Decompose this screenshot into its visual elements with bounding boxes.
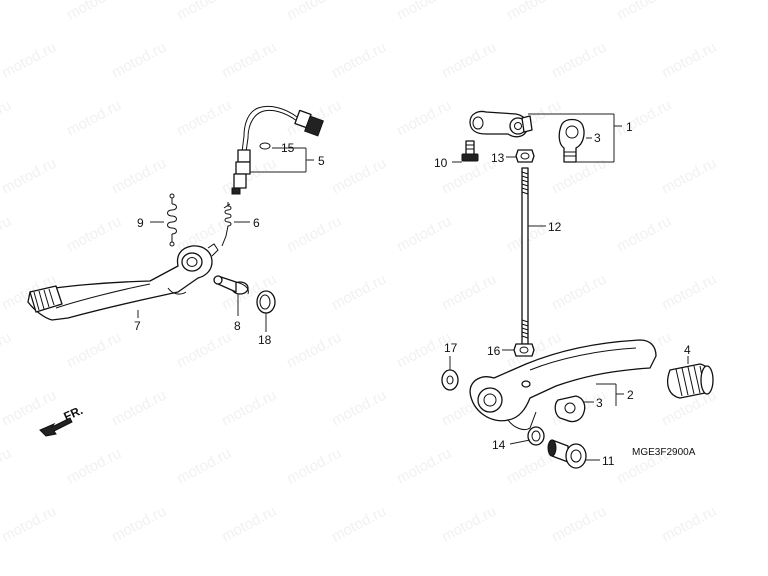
ball-joint-lower bbox=[554, 395, 586, 423]
watermark-text: motod.ru bbox=[109, 503, 169, 546]
watermark-text: motod.ru bbox=[0, 213, 14, 256]
callout-5: 5 bbox=[318, 154, 325, 168]
watermark-text: motod.ru bbox=[0, 155, 59, 198]
callout-3-lower: 3 bbox=[596, 396, 603, 410]
watermark-text: motod.ru bbox=[0, 503, 59, 546]
watermark-text: motod.ru bbox=[0, 39, 59, 82]
shift-arm bbox=[469, 110, 533, 138]
gear-shift-switch bbox=[231, 105, 324, 195]
return-spring bbox=[167, 193, 177, 247]
watermark-text: motod.ru bbox=[174, 0, 234, 24]
watermark-text: motod.ru bbox=[329, 503, 389, 546]
watermark-text: motod.ru bbox=[64, 329, 124, 372]
watermark-text: motod.ru bbox=[439, 503, 499, 546]
pivot-bolt bbox=[213, 275, 249, 295]
watermark-text: motod.ru bbox=[614, 213, 674, 256]
watermark-text: motod.ru bbox=[64, 213, 124, 256]
watermark-text: motod.ru bbox=[109, 39, 169, 82]
callout-13: 13 bbox=[491, 151, 505, 165]
watermark-text: motod.ru bbox=[219, 387, 279, 430]
callout-18: 18 bbox=[258, 333, 272, 347]
right-callouts: 1 3 10 13 12 16 17 2 3 4 14 11 MGE3F2900… bbox=[434, 113, 696, 468]
callout-2: 2 bbox=[627, 388, 634, 402]
watermark-text: motod.ru bbox=[549, 155, 609, 198]
watermark-text: motod.ru bbox=[329, 271, 389, 314]
arm-bolt bbox=[461, 140, 479, 162]
callout-12: 12 bbox=[548, 220, 562, 234]
watermark-text: motod.ru bbox=[284, 329, 344, 372]
rubber-footpeg bbox=[666, 363, 714, 399]
gear-change-pedal bbox=[27, 243, 219, 321]
ball-joint-upper bbox=[558, 118, 585, 163]
callout-10: 10 bbox=[434, 156, 448, 170]
callout-11: 11 bbox=[602, 454, 615, 468]
callout-14: 14 bbox=[492, 438, 506, 452]
watermark-text: motod.ru bbox=[174, 329, 234, 372]
washer bbox=[441, 369, 459, 391]
watermark-text: motod.ru bbox=[109, 387, 169, 430]
watermark-text: motod.ru bbox=[549, 271, 609, 314]
callout-8: 8 bbox=[234, 319, 241, 333]
watermark-text: motod.ru bbox=[439, 39, 499, 82]
watermark-text: motod.ru bbox=[109, 155, 169, 198]
watermark-text: motod.ru bbox=[284, 445, 344, 488]
watermark-text: motod.ru bbox=[64, 0, 124, 24]
watermark-text: motod.ru bbox=[219, 39, 279, 82]
watermark-text: motod.ru bbox=[394, 97, 454, 140]
watermark-text: motod.ru bbox=[64, 445, 124, 488]
pivot-bolt-lower bbox=[547, 439, 587, 469]
watermark-text: motod.ru bbox=[174, 445, 234, 488]
watermark-text: motod.ru bbox=[659, 503, 719, 546]
watermark-text: motod.ru bbox=[219, 503, 279, 546]
watermark-text: motod.ru bbox=[0, 329, 14, 372]
callout-7: 7 bbox=[134, 319, 141, 333]
watermark-text: motod.ru bbox=[64, 97, 124, 140]
shift-pedal-lower bbox=[469, 339, 657, 431]
watermark-text: motod.ru bbox=[614, 0, 674, 24]
tie-rod bbox=[521, 167, 529, 345]
callout-15: 15 bbox=[281, 141, 295, 155]
callout-3-upper: 3 bbox=[594, 131, 601, 145]
watermark-text: motod.ru bbox=[394, 0, 454, 24]
watermark-text: motod.ru bbox=[659, 271, 719, 314]
watermark-text: motod.ru bbox=[0, 387, 59, 430]
detent-spring bbox=[221, 202, 232, 247]
arm-nut bbox=[515, 149, 535, 163]
watermark-text: motod.ru bbox=[329, 387, 389, 430]
callout-9: 9 bbox=[137, 216, 144, 230]
callout-6: 6 bbox=[253, 216, 260, 230]
watermark-text: motod.ru bbox=[329, 155, 389, 198]
watermark-text: motod.ru bbox=[659, 39, 719, 82]
watermark-text: motod.ru bbox=[0, 0, 14, 24]
watermark-text: motod.ru bbox=[0, 97, 14, 140]
dust-seal-lower bbox=[527, 426, 545, 446]
watermark-text: motod.ru bbox=[549, 503, 609, 546]
watermark-text: motod.ru bbox=[614, 97, 674, 140]
callout-1: 1 bbox=[626, 120, 633, 134]
watermark-text: motod.ru bbox=[549, 39, 609, 82]
watermark-text: motod.ru bbox=[174, 97, 234, 140]
callout-17: 17 bbox=[444, 341, 458, 355]
watermark-text: motod.ru bbox=[394, 213, 454, 256]
watermark-text: motod.ru bbox=[504, 0, 564, 24]
callout-4: 4 bbox=[684, 343, 691, 357]
watermark-text: motod.ru bbox=[439, 271, 499, 314]
callout-16: 16 bbox=[487, 344, 501, 358]
direction-label: FR. bbox=[62, 403, 85, 424]
watermark-text: motod.ru bbox=[284, 213, 344, 256]
watermark-text: motod.ru bbox=[659, 155, 719, 198]
rod-nut bbox=[513, 343, 535, 357]
watermark-text: motod.ru bbox=[0, 445, 14, 488]
watermark-text: motod.ru bbox=[329, 39, 389, 82]
dust-seal bbox=[256, 290, 276, 314]
diagram-code: MGE3F2900A bbox=[632, 447, 696, 458]
watermark-text: motod.ru bbox=[394, 445, 454, 488]
left-callouts: 5 15 6 9 7 8 18 bbox=[134, 141, 325, 347]
watermark-text: motod.ru bbox=[284, 0, 344, 24]
